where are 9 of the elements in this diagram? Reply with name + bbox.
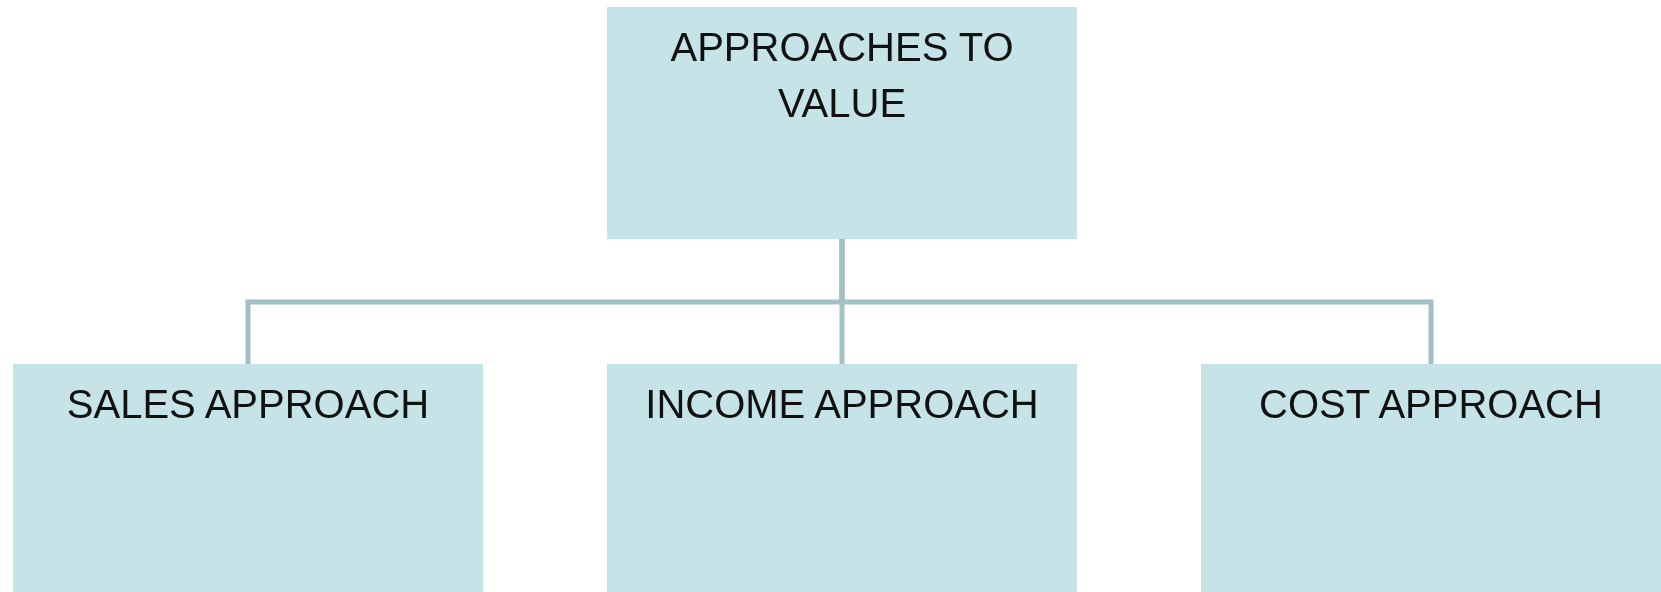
process-box (607, 364, 1077, 592)
process-box (607, 7, 1077, 239)
process-box (1201, 364, 1661, 592)
box-label: INCOME APPROACH (645, 381, 1039, 428)
connector-line (839, 239, 1434, 364)
process-box (13, 364, 483, 592)
box-label: APPROACHES TO VALUE (669, 24, 1015, 127)
box-label: SALES APPROACH (66, 381, 430, 428)
box-label: COST APPROACH (1259, 381, 1603, 428)
